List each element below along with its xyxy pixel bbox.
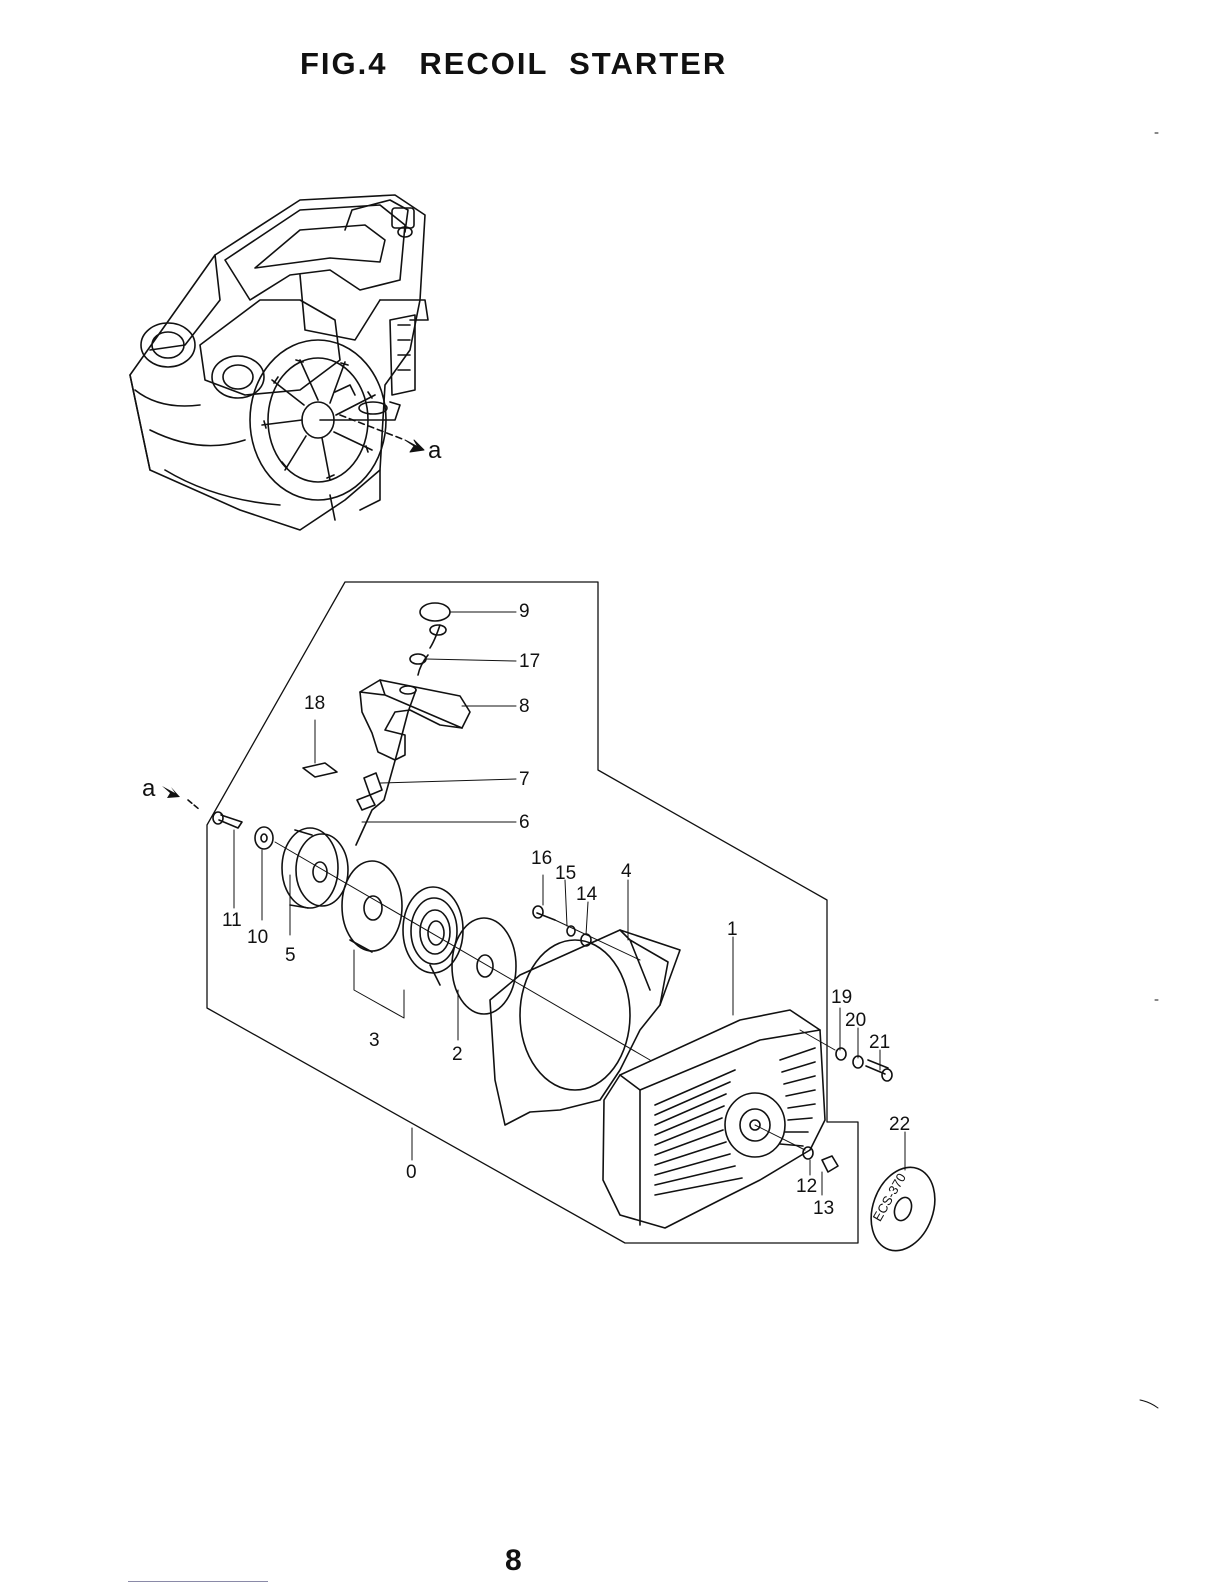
- callout-5: 5: [285, 946, 296, 965]
- callout-12: 12: [796, 1177, 817, 1196]
- callout-22: 22: [889, 1115, 910, 1134]
- callout-8: 8: [519, 697, 530, 716]
- callout-3: 3: [369, 1031, 380, 1050]
- callout-16: 16: [531, 849, 552, 868]
- callout-15: 15: [555, 864, 576, 883]
- callout-7: 7: [519, 770, 530, 789]
- callout-4: 4: [621, 862, 632, 881]
- callout-14: 14: [576, 885, 597, 904]
- callout-13: 13: [813, 1199, 834, 1218]
- callout-19: 19: [831, 988, 852, 1007]
- callout-2: 2: [452, 1045, 463, 1064]
- callout-10: 10: [247, 928, 268, 947]
- callout-9: 9: [519, 602, 530, 621]
- callout-1: 1: [727, 920, 738, 939]
- callout-20: 20: [845, 1011, 866, 1030]
- callout-21: 21: [869, 1033, 890, 1052]
- callout-17: 17: [519, 652, 540, 671]
- footer-rule: [128, 1581, 268, 1582]
- callout-11: 11: [222, 911, 242, 930]
- callout-6: 6: [519, 813, 530, 832]
- page-number: 8: [505, 1544, 522, 1578]
- callout-0: 0: [406, 1163, 417, 1182]
- callout-18: 18: [304, 694, 325, 713]
